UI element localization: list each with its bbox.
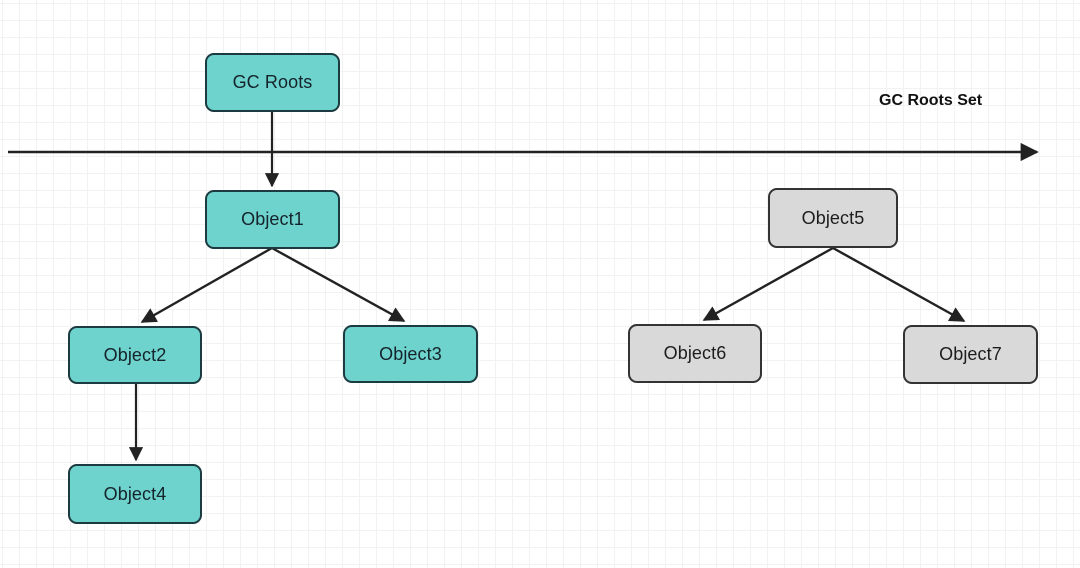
node-object4-label: Object4 [103, 483, 167, 504]
node-object5[interactable]: Object5 [768, 188, 898, 248]
node-object4[interactable]: Object4 [68, 464, 202, 524]
gc-roots-set-label: GC Roots Set [879, 92, 983, 109]
node-gc-roots-label: GC Roots [232, 72, 313, 92]
node-object7[interactable]: Object7 [903, 325, 1038, 384]
node-object2-label: Object2 [103, 344, 167, 365]
node-object6[interactable]: Object6 [628, 324, 762, 383]
node-object1[interactable]: Object1 [205, 190, 340, 249]
node-object3[interactable]: Object3 [343, 325, 478, 383]
node-object1-label: Object1 [241, 209, 304, 229]
edge-object5-to-object6 [702, 246, 834, 322]
node-object2[interactable]: Object2 [68, 326, 202, 384]
node-object3-label: Object3 [379, 343, 442, 364]
node-object5-label: Object5 [801, 207, 865, 228]
node-gc-roots[interactable]: GC Roots [205, 53, 340, 112]
node-object7-label: Object7 [939, 344, 1002, 364]
edge-object1-to-object2 [140, 246, 273, 324]
node-object6-label: Object6 [663, 343, 727, 363]
edge-object1-to-object3 [271, 246, 406, 323]
edge-object5-to-object7 [832, 246, 966, 323]
